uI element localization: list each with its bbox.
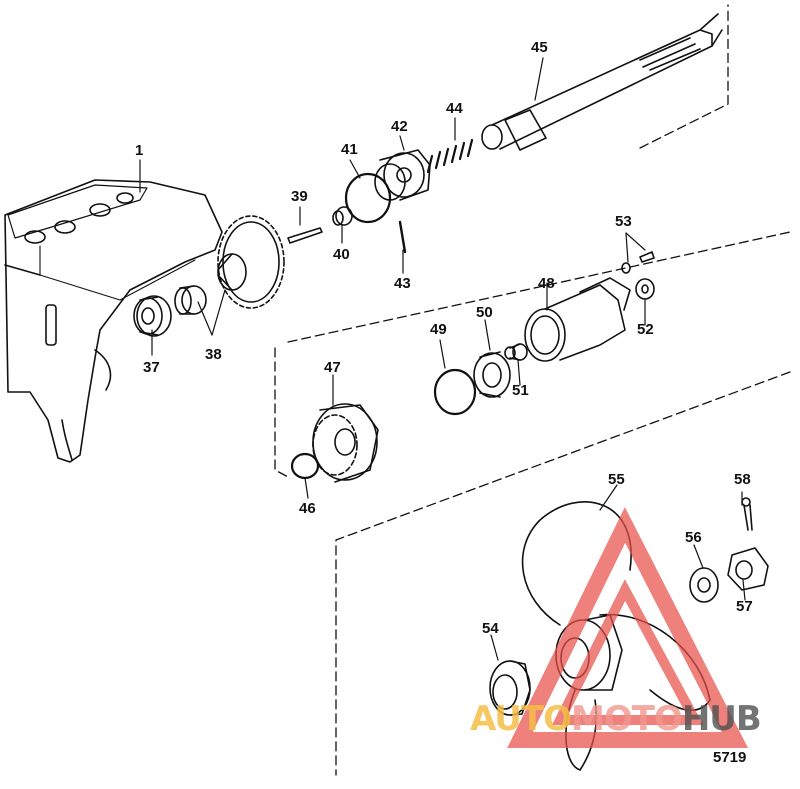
- part-48-carrier: [524, 277, 631, 362]
- callout-37: 37: [143, 359, 160, 376]
- callout-54: 54: [482, 620, 499, 637]
- callout-46: 46: [299, 500, 316, 517]
- part-50-bearing: [473, 351, 511, 398]
- watermark-text: AUTOMOTOHUB: [470, 699, 762, 739]
- callout-49: 49: [430, 321, 447, 338]
- callout-42: 42: [391, 118, 408, 135]
- part-57-nut: [727, 547, 769, 591]
- callout-39: 39: [291, 188, 308, 205]
- part-49-o-ring: [433, 368, 477, 416]
- callout-51: 51: [512, 382, 529, 399]
- diagram-id-label: 5719: [713, 749, 747, 766]
- part-38-gear-and-bushing: [174, 215, 285, 315]
- callout-38: 38: [205, 346, 222, 363]
- callout-40: 40: [333, 246, 350, 263]
- part-44-spring: [426, 138, 474, 174]
- watermark-part-hub: HUB: [681, 699, 762, 739]
- watermark-logo: [507, 507, 749, 748]
- part-58-cotter-pin: [741, 497, 753, 531]
- callout-50: 50: [476, 304, 493, 321]
- callout-48: 48: [538, 275, 555, 292]
- part-51-needle-bearing: [504, 343, 528, 361]
- part-46-snap-ring: [290, 452, 320, 480]
- callout-56: 56: [685, 529, 702, 546]
- callout-52: 52: [637, 321, 654, 338]
- group-boundary-lines: [274, 4, 791, 776]
- part-41-o-ring: [344, 172, 392, 224]
- callout-41: 41: [341, 141, 358, 158]
- part-42-pump-body: [374, 149, 431, 201]
- part-45-shaft: [481, 13, 723, 151]
- callout-57: 57: [736, 598, 753, 615]
- part-53-screw: [621, 251, 655, 274]
- callout-45: 45: [531, 39, 548, 56]
- watermark-part-moto: MOTO: [570, 699, 683, 739]
- callout-47: 47: [324, 359, 341, 376]
- part-39-pin: [287, 227, 323, 244]
- callout-58: 58: [734, 471, 751, 488]
- callout-53: 53: [615, 213, 632, 230]
- part-1-gear-housing: [4, 179, 223, 463]
- callout-1: 1: [135, 142, 144, 159]
- callout-55: 55: [608, 471, 625, 488]
- part-37-bearing: [133, 295, 172, 337]
- part-54-thrust-hub: [489, 660, 531, 716]
- callout-44: 44: [446, 100, 463, 117]
- part-43-pin: [398, 220, 407, 254]
- part-56-washer: [689, 567, 719, 603]
- callout-43: 43: [394, 275, 411, 292]
- part-47-gear: [312, 403, 379, 483]
- part-52-washer: [635, 278, 655, 300]
- watermark-part-auto: AUTO: [470, 699, 572, 739]
